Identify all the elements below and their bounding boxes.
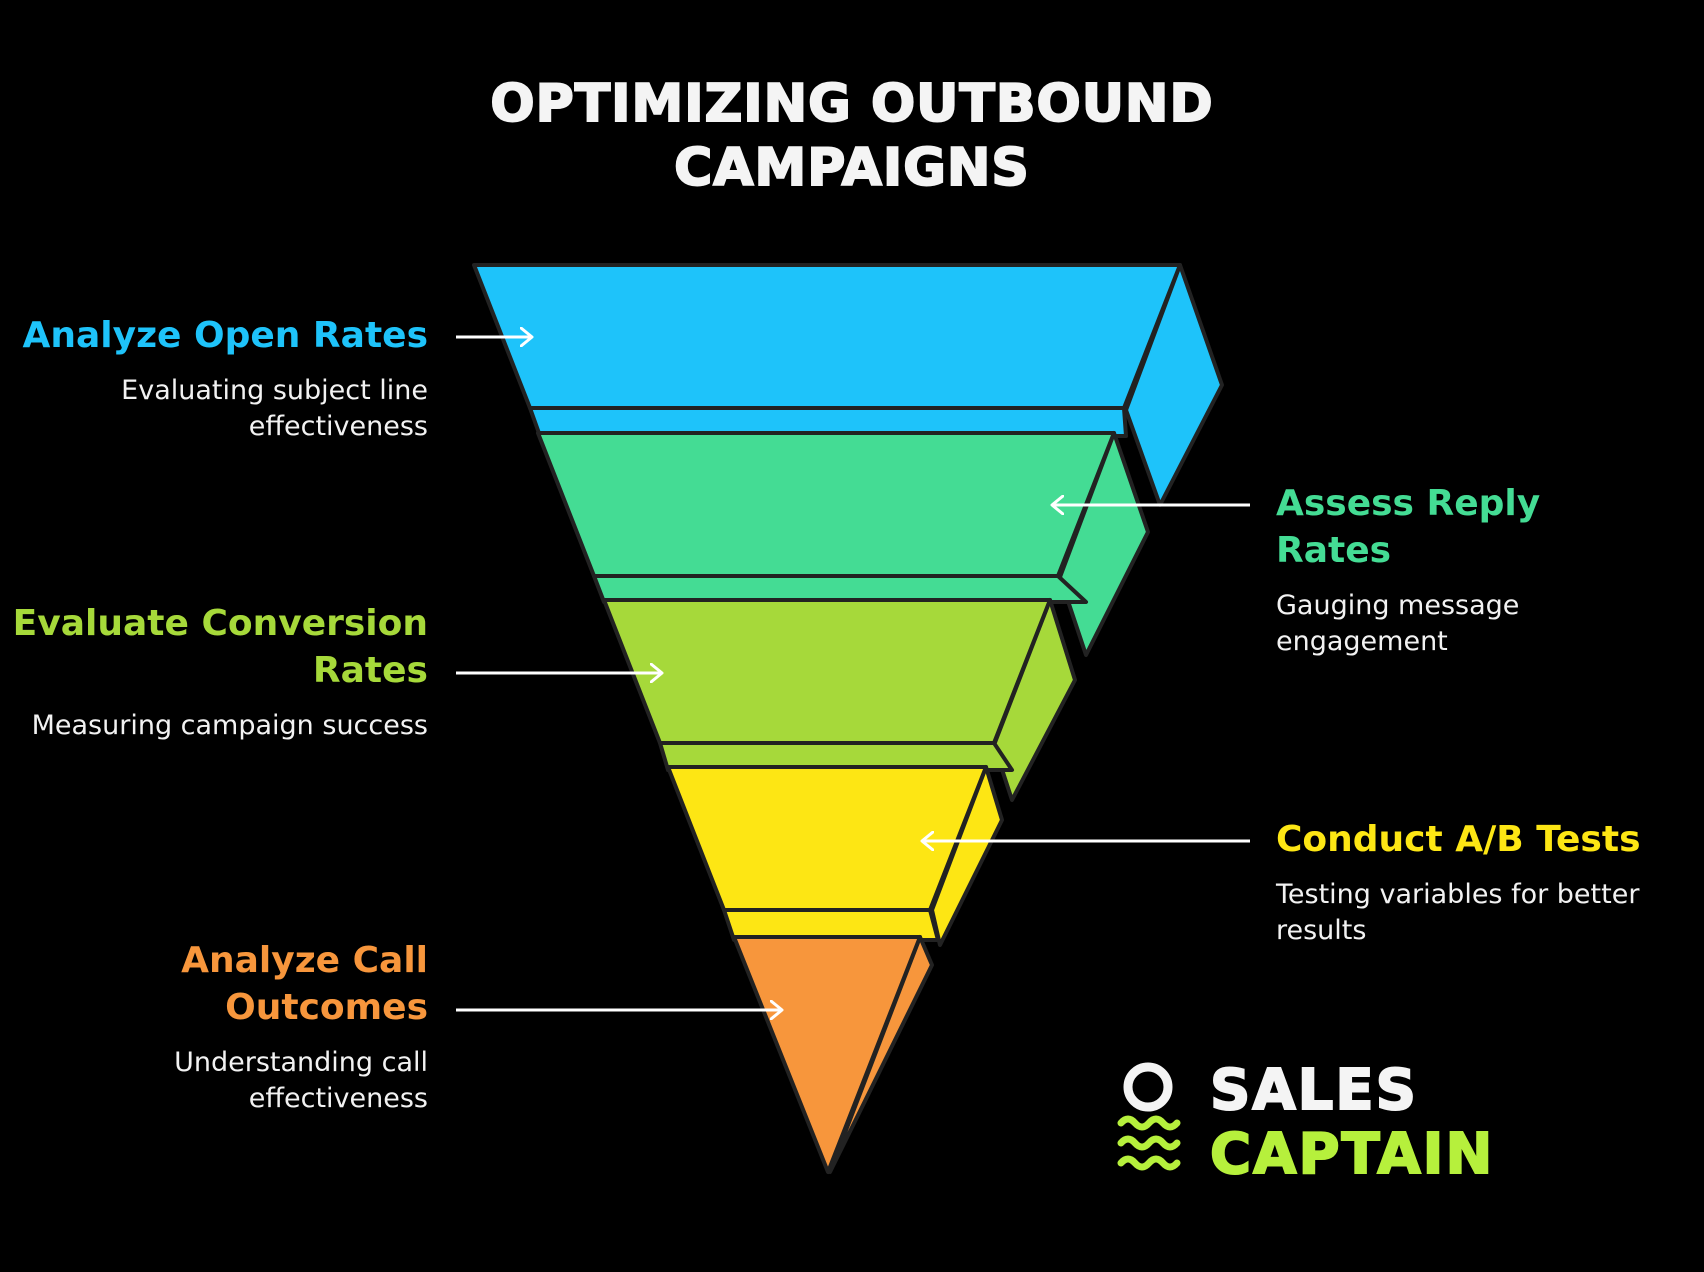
- stage-heading: Analyze Call Outcomes: [181, 940, 428, 1028]
- funnel-layer-call-outcomes: [732, 935, 934, 1174]
- logo-mark-icon: [1117, 1062, 1181, 1171]
- stage-description: Evaluating subject line effectiveness: [121, 375, 428, 442]
- funnel-layer-1-front: [472, 263, 1182, 410]
- stage-label-conversion-rates: Evaluate Conversion Rates Measuring camp…: [8, 600, 428, 744]
- funnel-layer-3-bottom: [658, 741, 1014, 772]
- funnel-layer-4-bottom: [722, 908, 940, 942]
- stage-description: Testing variables for better results: [1276, 879, 1640, 946]
- funnel-layer-1-bottom: [528, 406, 1128, 438]
- stage-label-open-rates: Analyze Open Rates Evaluating subject li…: [8, 312, 428, 445]
- funnel-layer-open-rates: [472, 263, 1224, 507]
- stage-label-reply-rates: Assess Reply Rates Gauging message engag…: [1276, 480, 1656, 660]
- funnel-layer-3-front: [602, 598, 1052, 745]
- logo-word-sales: SALES: [1209, 1058, 1418, 1123]
- stage-description: Gauging message engagement: [1276, 590, 1520, 657]
- funnel-layer-2-front: [536, 431, 1116, 578]
- stage-heading: Conduct A/B Tests: [1276, 819, 1641, 860]
- funnel-layer-5-front: [732, 935, 922, 1174]
- stage-label-call-outcomes: Analyze Call Outcomes Understanding call…: [8, 937, 428, 1117]
- sales-captain-logo: SALES CAPTAIN: [1115, 1055, 1675, 1195]
- funnel-layer-conversion-rates: [602, 598, 1077, 802]
- funnel-layer-4-front: [666, 765, 988, 912]
- stage-heading: Evaluate Conversion Rates: [12, 603, 428, 691]
- logo-word-captain: CAPTAIN: [1209, 1122, 1495, 1187]
- title-line-1: OPTIMIZING OUTBOUND: [489, 73, 1214, 135]
- title-line-2: CAMPAIGNS: [673, 137, 1030, 199]
- stage-heading: Assess Reply Rates: [1276, 483, 1541, 571]
- stage-description: Understanding call effectiveness: [174, 1047, 428, 1114]
- stage-heading: Analyze Open Rates: [22, 315, 428, 356]
- funnel-layer-ab-tests: [666, 765, 1004, 947]
- funnel-layer-2-bottom: [592, 574, 1088, 604]
- page-title: OPTIMIZING OUTBOUND CAMPAIGNS: [0, 72, 1704, 200]
- stage-description: Measuring campaign success: [31, 710, 428, 741]
- stage-label-ab-tests: Conduct A/B Tests Testing variables for …: [1276, 816, 1656, 949]
- funnel-layer-reply-rates: [536, 431, 1150, 657]
